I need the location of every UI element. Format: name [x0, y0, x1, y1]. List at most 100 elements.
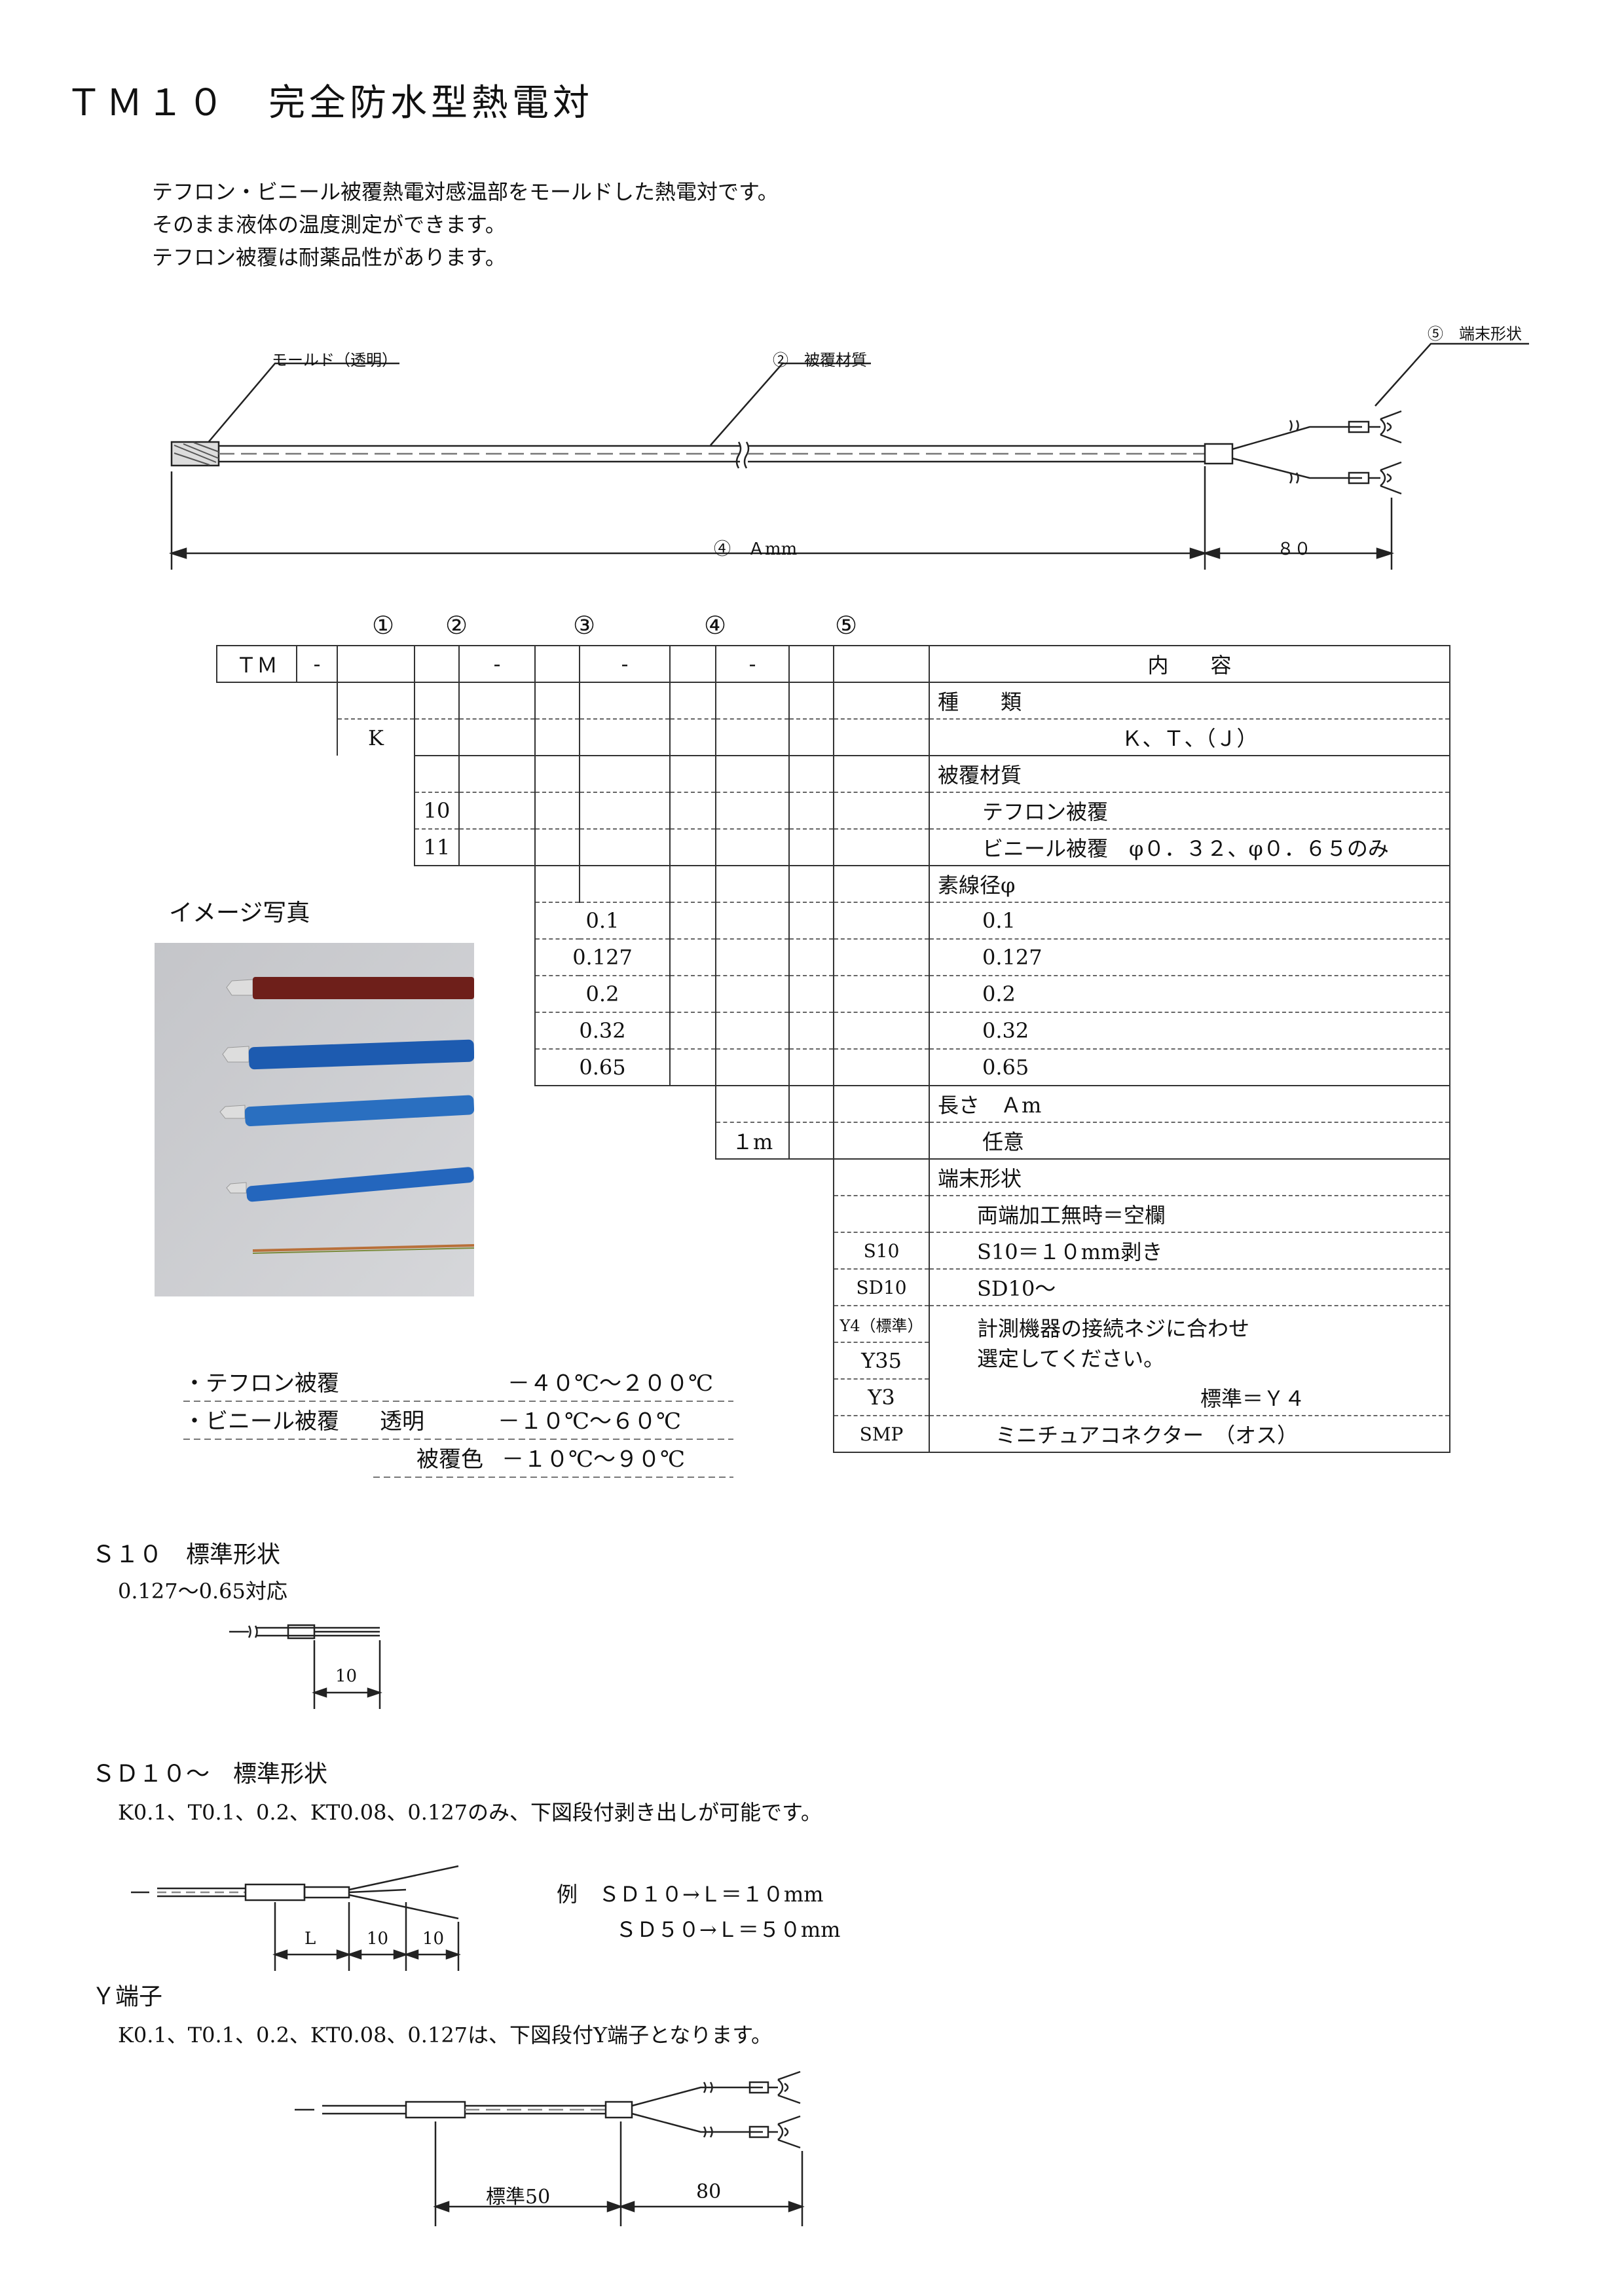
sd10-example-2: ＳＤ５０→Ｌ＝５０mm: [616, 1917, 841, 1942]
intro-line-2: そのまま液体の温度測定ができます。: [152, 212, 506, 237]
table-row: 0.65 0.65: [217, 1048, 1450, 1086]
y-terminal-heading: Ｙ端子: [92, 1983, 163, 2010]
dash-3: -: [579, 645, 671, 683]
dash-1: -: [296, 645, 338, 683]
intro-text: テフロン・ビニール被覆熱電対感温部をモールドした熱電対です。 そのまま液体の温度…: [152, 175, 779, 274]
y-terminal-dimension-b: 80: [696, 2180, 722, 2203]
table-row: 長さ Ａm: [217, 1085, 1450, 1122]
intro-line-3: テフロン被覆は耐薬品性があります。: [152, 245, 506, 270]
type-code: K: [337, 718, 415, 756]
temp-range: －１０℃～９０℃: [502, 1446, 686, 1473]
diameter-desc: 0.32: [929, 1012, 1450, 1049]
terminal-code: Y4（標準）: [833, 1305, 930, 1342]
diameter-heading: 素線径φ: [929, 865, 1450, 902]
temp-cover-type: ・テフロン被覆: [183, 1370, 339, 1397]
table-row: Y4（標準） 計測機器の接続ネジに合わせ: [217, 1305, 1450, 1342]
length-dimension: ④ Ａmm: [714, 540, 798, 559]
terminal-code: S10: [833, 1232, 930, 1269]
table-row: 0.127 0.127: [217, 938, 1450, 976]
terminal-code: SMP: [833, 1415, 930, 1453]
table-row: 0.2 0.2: [217, 975, 1450, 1012]
terminal-code: Y35: [833, 1342, 930, 1379]
type-desc: Ｋ、Ｔ、（Ｊ）: [929, 718, 1450, 756]
table-row: 0.32 0.32: [217, 1012, 1450, 1049]
table-row: SD10 SD10～: [217, 1268, 1450, 1306]
cover-heading: 被覆材質: [929, 755, 1450, 792]
dash-2: -: [458, 645, 536, 683]
table-row: 種 類: [217, 682, 1450, 719]
terminal-code: SD10: [833, 1268, 930, 1306]
sd10-example-1: 例 ＳＤ１０→Ｌ＝１０mm: [557, 1882, 824, 1907]
type-heading: 種 類: [929, 682, 1450, 719]
terminal-heading: 端末形状: [929, 1158, 1450, 1196]
table-row: １m 任意: [217, 1122, 1450, 1160]
terminal-code: [833, 1195, 930, 1232]
s10-dimension: 10: [335, 1666, 358, 1686]
diameter-desc: 0.1: [929, 902, 1450, 939]
dash-4: -: [715, 645, 790, 683]
table-row: 被覆材質: [217, 755, 1450, 792]
table-header-row: ＴＭ - - - - 内 容: [216, 645, 1450, 683]
terminal-desc: SD10～: [929, 1268, 1450, 1306]
table-row: Y35 選定してください。: [217, 1342, 1450, 1379]
table-row: 10 テフロン被覆: [217, 792, 1450, 829]
cover-material-label: ② 被覆材質: [773, 351, 867, 369]
cover-code-11: 11: [414, 828, 460, 866]
main-drawing: [168, 342, 1529, 570]
sd10-dimension-10a: 10: [367, 1929, 389, 1949]
temp-cover-color: 透明: [380, 1408, 424, 1435]
temp-range: －４０℃～２００℃: [507, 1370, 714, 1397]
terminal-desc: 計測機器の接続ネジに合わせ: [929, 1305, 1450, 1342]
column-number-1: ①: [372, 611, 395, 640]
diameter-code: 0.32: [534, 1012, 671, 1049]
table-row: K Ｋ、Ｔ、（Ｊ）: [217, 718, 1450, 756]
terminal-desc: S10＝１０mm剥き: [929, 1232, 1450, 1269]
column-number-3: ③: [573, 611, 596, 640]
diameter-desc: 0.2: [929, 975, 1450, 1012]
column-number-2: ②: [445, 611, 468, 640]
terminal-code: Y3: [833, 1378, 930, 1416]
length-heading: 長さ Ａm: [929, 1085, 1450, 1122]
table-row: Y3 標準＝Ｙ４: [217, 1378, 1450, 1416]
table-row: 両端加工無時＝空欄: [217, 1195, 1450, 1232]
content-header: 内 容: [929, 645, 1450, 683]
tail-dimension: ８０: [1277, 540, 1312, 559]
diameter-code: 0.2: [534, 975, 671, 1012]
terminal-desc: ミニチュアコネクター （オス）: [929, 1415, 1450, 1453]
s10-note: 0.127～0.65対応: [118, 1579, 287, 1604]
terminal-desc: 選定してください。: [929, 1342, 1450, 1379]
column-number-5: ⑤: [835, 611, 858, 640]
length-desc: 任意: [929, 1122, 1450, 1159]
y-terminal-note: K0.1、T0.1、0.2、KT0.08、0.127は、下図段付Y端子となります…: [118, 2023, 772, 2047]
model-prefix: ＴＭ: [216, 645, 297, 683]
table-row: 素線径φ: [217, 865, 1450, 902]
spec-table: ＴＭ - - - - 内 容 種 類 K Ｋ、Ｔ、（Ｊ） 被覆材質 10 テフロ…: [216, 645, 1450, 1453]
cover-code-10: 10: [414, 792, 460, 829]
diameter-code: 0.1: [534, 902, 671, 939]
column-number-4: ④: [704, 611, 727, 640]
table-row: 0.1 0.1: [217, 902, 1450, 939]
diameter-desc: 0.65: [929, 1048, 1450, 1086]
diameter-code: 0.65: [534, 1048, 671, 1086]
cover-desc-11: ビニール被覆 φ０．３２、φ０．６５のみ: [929, 828, 1450, 866]
table-row: 端末形状: [217, 1158, 1450, 1196]
image-photo: [155, 943, 474, 1296]
mold-label: モールド（透明）: [272, 351, 397, 369]
photo-illustration: [155, 943, 474, 1296]
length-code: １m: [715, 1122, 790, 1160]
diameter-desc: 0.127: [929, 938, 1450, 976]
page-title: ＴＭ１０ 完全防水型熱電対: [65, 82, 593, 124]
cover-desc-10: テフロン被覆: [929, 792, 1450, 829]
sd10-heading: ＳＤ１０～ 標準形状: [92, 1761, 328, 1788]
diameter-code: 0.127: [534, 938, 671, 976]
sd10-dimension-10b: 10: [422, 1929, 445, 1949]
table-row: SMP ミニチュアコネクター （オス）: [217, 1415, 1450, 1453]
table-row: 11 ビニール被覆 φ０．３２、φ０．６５のみ: [217, 828, 1450, 866]
terminal-desc: 両端加工無時＝空欄: [929, 1195, 1450, 1232]
terminal-shape-label: ⑤ 端末形状: [1428, 325, 1522, 343]
temp-cover-type: ・ビニール被覆: [183, 1408, 339, 1435]
photo-label: イメージ写真: [169, 900, 310, 927]
